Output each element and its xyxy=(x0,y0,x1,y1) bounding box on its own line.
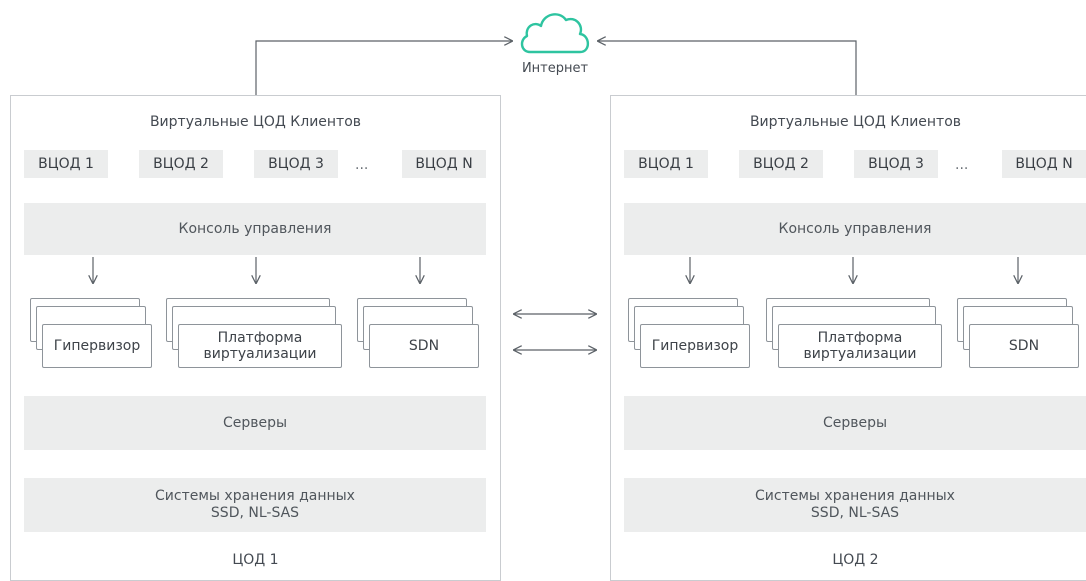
dc2-internet-link xyxy=(598,41,857,95)
storage-label: Системы хранения данных xyxy=(155,488,355,504)
sdn-card: SDN xyxy=(969,324,1079,368)
storage-types: SSD, NL-SAS xyxy=(210,505,300,521)
management-console: Консоль управления xyxy=(24,203,486,255)
vdc-n: ВЦОД N xyxy=(1002,150,1086,178)
vdc-1: ВЦОД 1 xyxy=(624,150,708,178)
dc1-internet-link xyxy=(255,41,512,95)
datacenter-2-label: ЦОД 2 xyxy=(832,552,879,568)
virtual-dc-title: Виртуальные ЦОД Клиентов xyxy=(149,114,362,130)
servers-band: Серверы xyxy=(624,396,1086,450)
vdc-n: ВЦОД N xyxy=(402,150,486,178)
datacenter-1-label: ЦОД 1 xyxy=(232,552,279,568)
hypervisor-card: Гипервизор xyxy=(42,324,152,368)
internet-label: Интернет xyxy=(521,61,589,76)
storage-band: Системы хранения данных SSD, NL-SAS xyxy=(624,478,1086,532)
vdc-2: ВЦОД 2 xyxy=(139,150,223,178)
storage-band: Системы хранения данных SSD, NL-SAS xyxy=(24,478,486,532)
platform-card: Платформа виртуализации xyxy=(778,324,942,368)
cloud-icon xyxy=(520,13,590,54)
sdn-card: SDN xyxy=(369,324,479,368)
hypervisor-card: Гипервизор xyxy=(640,324,750,368)
virtual-dc-title: Виртуальные ЦОД Клиентов xyxy=(749,114,962,130)
vdc-ellipsis: ... xyxy=(955,157,969,173)
storage-types: SSD, NL-SAS xyxy=(810,505,900,521)
console-arrows xyxy=(10,257,501,295)
console-arrows xyxy=(610,257,1086,295)
servers-band: Серверы xyxy=(24,396,486,450)
management-console: Консоль управления xyxy=(624,203,1086,255)
vdc-1: ВЦОД 1 xyxy=(24,150,108,178)
platform-card: Платформа виртуализации xyxy=(178,324,342,368)
vdc-3: ВЦОД 3 xyxy=(254,150,338,178)
storage-label: Системы хранения данных xyxy=(755,488,955,504)
vdc-ellipsis: ... xyxy=(355,157,369,173)
vdc-3: ВЦОД 3 xyxy=(854,150,938,178)
vdc-2: ВЦОД 2 xyxy=(739,150,823,178)
